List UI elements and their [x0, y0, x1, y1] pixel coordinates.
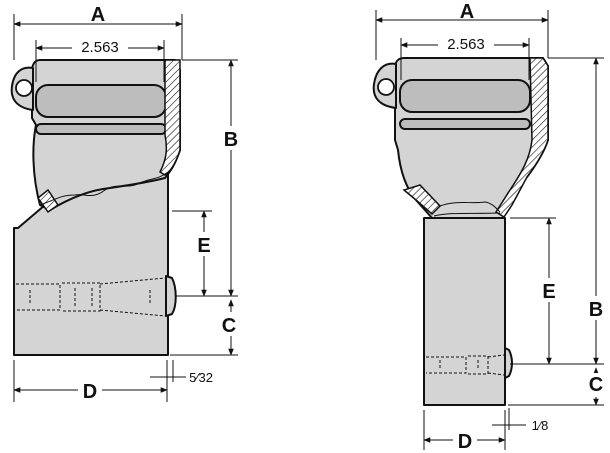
left-weld-section — [36, 188, 60, 214]
right-band-1 — [399, 79, 531, 113]
right-label-offset: 1⁄8 — [532, 418, 549, 433]
left-band-1 — [35, 84, 167, 118]
left-label-c: C — [222, 315, 236, 337]
left-label-a: A — [91, 4, 105, 26]
left-label-e: E — [197, 235, 210, 257]
right-weld-section — [402, 184, 442, 216]
right-label-c: C — [589, 374, 603, 396]
left-label-bore: 2.563 — [81, 39, 119, 56]
left-fitting-view: A 2.563 B E C D 5⁄32 — [10, 4, 241, 403]
right-label-d: D — [458, 431, 472, 453]
left-lower-body — [13, 170, 169, 356]
left-lug-hole-icon — [15, 79, 33, 97]
left-label-b: B — [224, 129, 238, 151]
right-label-e: E — [542, 281, 555, 303]
right-hidden-bore — [426, 354, 505, 376]
left-label-offset: 5⁄32 — [189, 370, 213, 385]
right-band-2 — [399, 118, 531, 130]
right-label-b: B — [589, 299, 603, 321]
right-label-bore: 2.563 — [447, 36, 485, 53]
right-lug-hole-icon — [377, 78, 395, 96]
left-break-line — [39, 171, 169, 206]
left-band-2 — [35, 123, 167, 135]
right-side-port — [504, 347, 513, 379]
left-hidden-bore — [16, 277, 166, 317]
left-side-port — [165, 275, 177, 317]
right-inner-bore — [439, 201, 501, 213]
left-label-d: D — [83, 381, 97, 403]
left-wall-section — [159, 59, 181, 176]
right-lower-tube — [423, 217, 506, 406]
right-wall-section — [494, 57, 549, 219]
right-fitting-view: A 2.563 B E C D 1⁄8 — [372, 1, 606, 453]
right-label-a: A — [460, 1, 474, 23]
